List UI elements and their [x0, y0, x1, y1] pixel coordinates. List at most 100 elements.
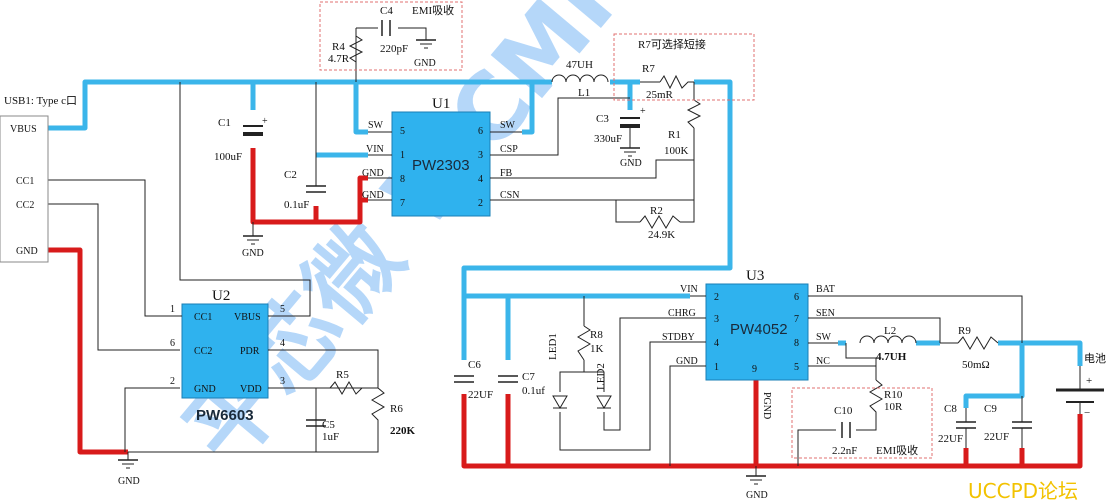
u2-ref: U2 — [212, 288, 230, 304]
gnd-u3: GND — [746, 466, 768, 501]
u2-name: PW6603 — [196, 407, 254, 424]
resistor-r5: R5 — [329, 369, 363, 395]
r9-ref: R9 — [958, 325, 971, 337]
r5-ref: R5 — [336, 369, 349, 381]
u1-pin-vin: VIN — [366, 144, 384, 155]
wires — [48, 27, 1023, 466]
u1-pin-7: 7 — [400, 198, 405, 209]
u2-pin-gnd: GND — [194, 384, 216, 395]
u1-pin-6: 6 — [478, 126, 483, 137]
inductor-l2: L2 4.7UH — [859, 325, 917, 363]
c1-value: 100uF — [214, 151, 242, 163]
u2-pin-cc1: CC1 — [194, 312, 212, 323]
l1-value: 47UH — [566, 59, 593, 71]
c2-value: 0.1uF — [284, 199, 309, 211]
emi-top-label: EMI吸收 — [412, 3, 454, 17]
u1-pin-gnd7: GND — [362, 190, 384, 201]
u3-pin-vin: VIN — [680, 284, 698, 295]
resistor-r8: R8 1K — [577, 325, 604, 361]
u1-pin-1: 1 — [400, 150, 405, 161]
u1-pin-fb: FB — [500, 168, 513, 179]
gnd-label-c3: GND — [620, 158, 642, 169]
capacitor-c10: C10 2.2nF — [832, 405, 857, 457]
u3-pin-3: 3 — [714, 314, 719, 325]
battery-label: 电池 — [1084, 352, 1106, 365]
r6-ref: R6 — [390, 403, 403, 415]
r4-ref: R4 — [332, 41, 345, 53]
usb-connector: USB1: Type c口 VBUS CC1 CC2 GND — [0, 95, 77, 263]
u1-pin-2: 2 — [478, 198, 483, 209]
c3-ref: C3 — [596, 113, 609, 125]
c9-value: 22UF — [984, 431, 1009, 443]
battery-minus: − — [1084, 407, 1090, 419]
r2-value: 24.9K — [648, 229, 675, 241]
u1-pin-4: 4 — [478, 174, 483, 185]
l2-ref: L2 — [884, 325, 896, 337]
u2-pin-cc2: CC2 — [194, 346, 212, 357]
u1-pin-sw-r: SW — [500, 120, 516, 131]
r8-value: 1K — [590, 343, 604, 355]
c8-value: 22UF — [938, 433, 963, 445]
u1-pin-5: 5 — [400, 126, 405, 137]
u1-name: PW2303 — [412, 157, 470, 174]
u1-pin-csp: CSP — [500, 144, 518, 155]
c3-value: 330uF — [594, 133, 622, 145]
u3-pin-6: 6 — [794, 292, 799, 303]
c10-ref: C10 — [834, 405, 853, 417]
u3-pin-nc: NC — [816, 356, 830, 367]
l2-value: 4.7UH — [876, 351, 907, 363]
l1-ref: L1 — [578, 87, 590, 99]
c9-ref: C9 — [984, 403, 997, 415]
led1-ref: LED1 — [547, 333, 559, 360]
c4-value: 220pF — [380, 43, 408, 55]
capacitor-c8: C8 22UF — [938, 403, 976, 448]
emi-box-bottom: EMI吸收 — [791, 387, 933, 459]
r7-note: R7可选择短接 — [638, 37, 706, 51]
capacitor-c7: C7 0.1uf — [498, 371, 545, 397]
resistor-r9: R9 50mΩ — [940, 325, 999, 371]
u2-pin-vdd: VDD — [240, 384, 262, 395]
u3-pin-1: 1 — [714, 362, 719, 373]
capacitor-c2: C2 0.1uF — [284, 169, 326, 211]
resistor-r4: R4 4.7R — [328, 35, 364, 65]
vbus-net — [48, 79, 1083, 408]
led2: LED2 — [595, 363, 612, 409]
resistor-r6: R6 220K — [371, 387, 416, 437]
r8-ref: R8 — [590, 329, 603, 341]
gnd-label-c1: GND — [242, 248, 264, 259]
capacitor-c1: + C1 100uF — [214, 116, 268, 163]
u3-pin-7: 7 — [794, 314, 799, 325]
watermark: 平芯微 WCMP.COM — [165, 0, 820, 484]
u1-pin-3: 3 — [478, 150, 483, 161]
u3-pin-2: 2 — [714, 292, 719, 303]
u2-pin-pdr: PDR — [240, 346, 260, 357]
inductor-l1: 47UH L1 — [551, 59, 609, 99]
c10-value: 2.2nF — [832, 445, 857, 457]
u3-pin-5: 5 — [794, 362, 799, 373]
gnd-c4: GND — [414, 39, 436, 69]
u2-pin-4: 4 — [280, 338, 285, 349]
u1-pin-csn: CSN — [500, 190, 519, 201]
r2-ref: R2 — [650, 205, 663, 217]
c5-ref: C5 — [322, 419, 335, 431]
r10-ref: R10 — [884, 389, 903, 401]
u2-pin-vbus: VBUS — [234, 312, 261, 323]
c6-value: 22UF — [468, 389, 493, 401]
watermark-text: 平芯微 WCMP.COM — [165, 0, 820, 484]
u1-chip: U1 PW2303 SW 5 VIN 1 GND 8 GND 7 SW 6 CS… — [362, 96, 522, 217]
u3-pin-pgnd: PGND — [761, 392, 772, 419]
r1-ref: R1 — [668, 129, 681, 141]
resistor-r1: R1 100K — [664, 99, 702, 157]
usb-pin-vbus: VBUS — [10, 124, 37, 135]
u3-pin-gnd: GND — [676, 356, 698, 367]
gnd-label-u2: GND — [118, 476, 140, 487]
capacitor-c9: C9 22UF — [984, 396, 1032, 448]
capacitor-c4: C4 220pF — [380, 5, 408, 55]
u2-pin-1: 1 — [170, 304, 175, 315]
u1-pin-sw-l: SW — [368, 120, 384, 131]
gnd-c3: GND — [620, 147, 642, 169]
battery-plus: + — [1086, 375, 1092, 387]
u3-pin-stdby: STDBY — [662, 332, 695, 343]
battery: 电池 + − — [1056, 352, 1106, 419]
c2-ref: C2 — [284, 169, 297, 181]
